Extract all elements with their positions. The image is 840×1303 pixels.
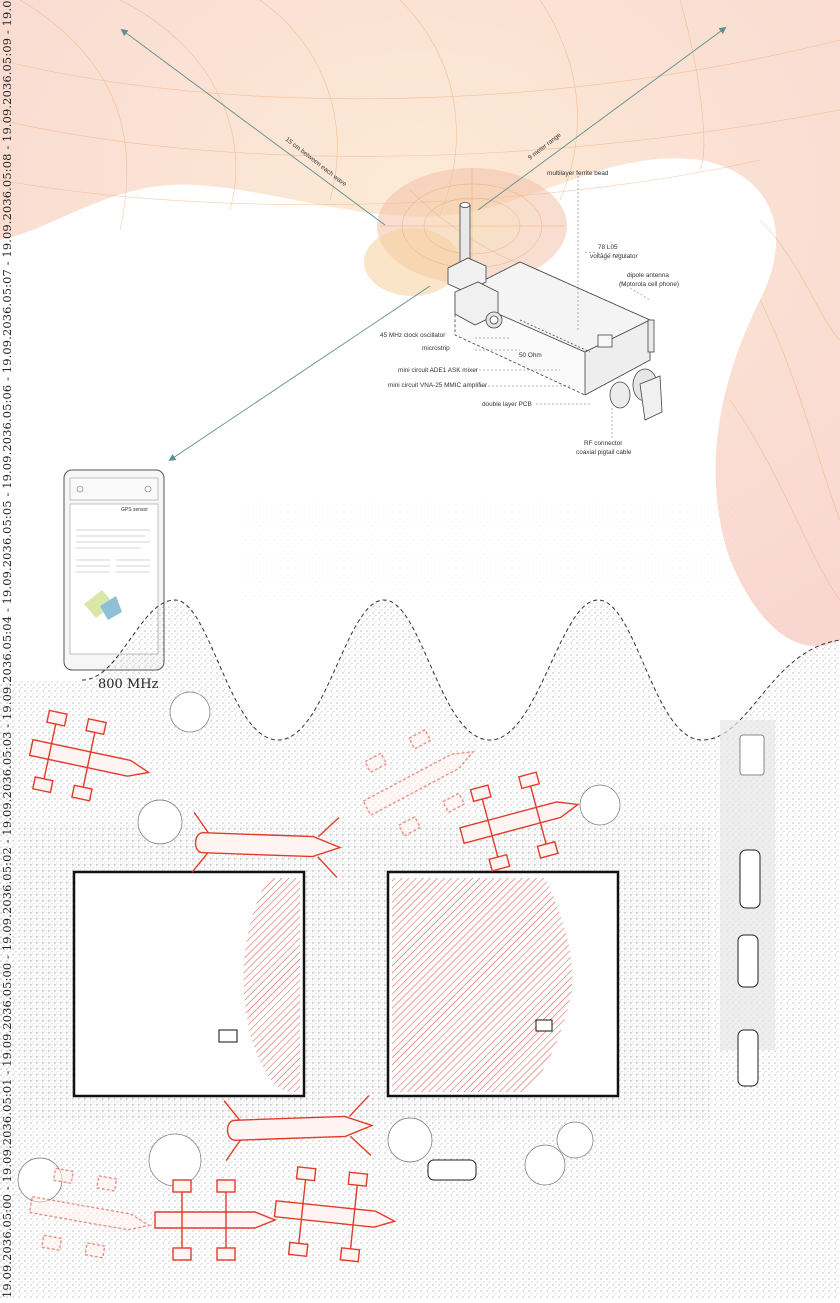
phone-screen-title: GPS sensor [121, 507, 148, 513]
ferrite-label: multilayer ferrite bead [547, 170, 609, 177]
frequency-label: 800 MHz [98, 677, 159, 692]
leader-lines [475, 176, 651, 440]
rf-cable-label: coaxial pigtail cable [576, 449, 632, 456]
rf-connector-label: RF connector [584, 440, 623, 447]
parked-cars [427, 734, 765, 1181]
amplifier-label: mini circuit VNA-25 MMIC amplifier [388, 382, 488, 389]
range-arrows [120, 26, 727, 462]
antenna-label-2: (Motorola cell phone) [619, 281, 679, 288]
drones [28, 709, 580, 1263]
component-labels: multilayer ferrite bead 78 L05 voltage r… [380, 170, 679, 456]
ohm-label: 50 Ohm [519, 352, 542, 359]
pcb-label: double layer PCB [482, 401, 532, 408]
regulator-label-2: voltage regulator [590, 253, 638, 260]
antenna-radiation-lobes [364, 168, 567, 296]
mixer-label: mini circuit ADE1 ASK mixer [398, 367, 479, 374]
microstrip-label: microstrip [422, 345, 450, 352]
timeline-sidebar: 19.09.2036.05:00 - 19.09.2036.05:01 - 19… [0, 0, 18, 1298]
regulator-label: 78 L05 [598, 244, 618, 251]
rf-module [447, 202, 663, 421]
timeline-text: 19.09.2036.05:00 - 19.09.2036.05:01 - 19… [0, 0, 14, 1298]
building-right [386, 870, 620, 1098]
antenna-label: dipole antenna [627, 272, 669, 279]
oscillator-label: 45 MHz clock oscillator [380, 332, 446, 339]
trees [17, 691, 621, 1203]
building-left [72, 870, 306, 1098]
